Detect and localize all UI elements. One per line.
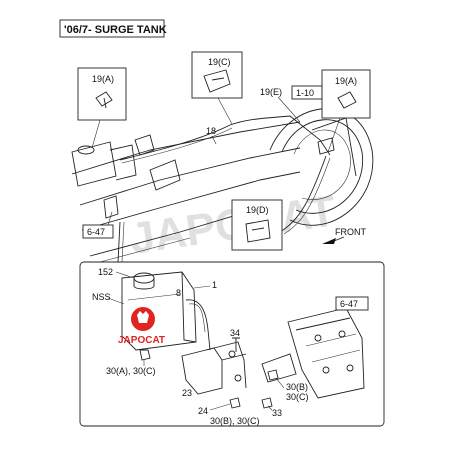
label-19a-left: 19(A) xyxy=(92,74,114,84)
label-34: 34 xyxy=(230,328,240,338)
label-30b-30c: 30(B), 30(C) xyxy=(210,416,260,426)
front-arrow: FRONT xyxy=(322,227,366,244)
label-19c: 19(C) xyxy=(208,57,231,67)
callout-19a-right: 19(A) xyxy=(321,69,371,153)
label-24: 24 xyxy=(198,406,208,416)
label-30c: 30(C) xyxy=(286,392,309,402)
label-8: 8 xyxy=(176,288,181,298)
detail-frame xyxy=(79,261,385,427)
title-box: '06/7- SURGE TANK xyxy=(59,19,167,38)
logo-text: JAPOCAT xyxy=(118,335,165,346)
label-30b: 30(B) xyxy=(286,382,308,392)
label-30a-30c: 30(A), 30(C) xyxy=(106,366,156,376)
label-nss: NSS xyxy=(92,292,111,302)
callout-19e: 19(E) 1-10 xyxy=(260,85,323,123)
japocat-logo: JAPOCAT xyxy=(118,307,165,346)
label-6-47-top: 6-47 xyxy=(87,227,105,237)
lower-assembly xyxy=(121,271,365,409)
cat-icon xyxy=(137,311,149,323)
callout-19c: 19(C) xyxy=(191,51,243,125)
upper-assembly xyxy=(71,108,374,263)
label-152: 152 xyxy=(98,267,113,277)
ref-6-47-top: 6-47 xyxy=(82,211,114,239)
label-front: FRONT xyxy=(335,227,366,237)
label-6-47-bottom: 6-47 xyxy=(340,299,358,309)
label-1-10: 1-10 xyxy=(296,88,314,98)
label-33: 33 xyxy=(272,408,282,418)
label-19e: 19(E) xyxy=(260,87,282,97)
callout-19a-left: 19(A) xyxy=(77,67,127,149)
front-arrow-icon xyxy=(322,238,336,244)
label-18: 18 xyxy=(206,126,216,136)
label-1: 1 xyxy=(212,280,217,290)
ref-6-47-bottom: 6-47 xyxy=(335,296,369,311)
diagram-title: '06/7- SURGE TANK xyxy=(64,24,167,36)
label-19a-right: 19(A) xyxy=(335,76,357,86)
label-23: 23 xyxy=(182,388,192,398)
label-19d: 19(D) xyxy=(246,205,269,215)
callout-19d: 19(D) xyxy=(231,199,283,251)
